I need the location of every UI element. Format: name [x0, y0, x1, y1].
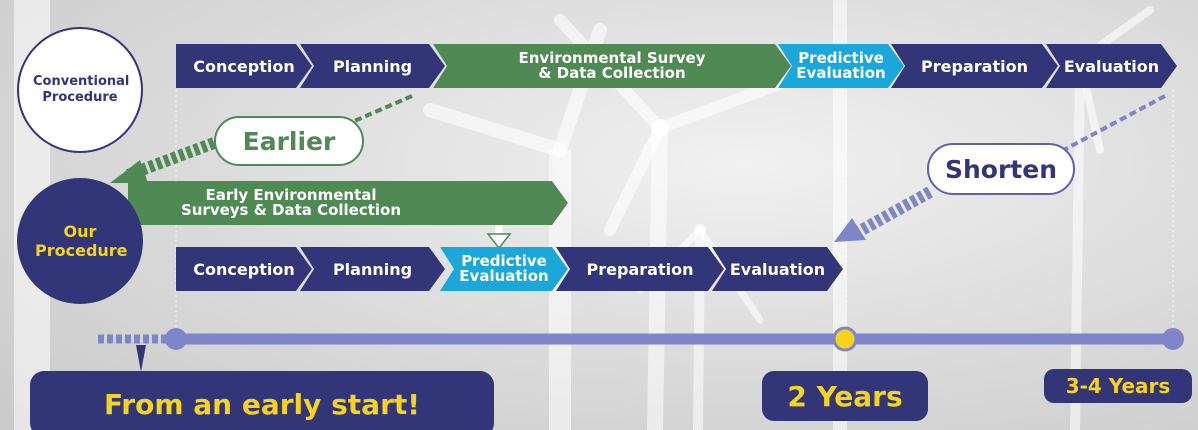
stage-label: Predictive Evaluation	[459, 252, 549, 285]
stage-label: Preparation	[921, 56, 1028, 76]
stage-label: Planning	[332, 56, 413, 76]
our-stage-planning: Planning	[300, 247, 445, 291]
stage-label: Predictive Evaluation	[796, 49, 886, 82]
conventional-stage-planning: Planning	[300, 44, 445, 88]
our-stage-preparation: Preparation	[556, 247, 724, 291]
our-procedure-circle: Our Procedure	[17, 178, 143, 304]
conventional-procedure-circle: Conventional Procedure	[17, 27, 143, 153]
three-four-years-label-box: 3-4 Years	[1044, 369, 1192, 403]
two-years-label-box: 2 Years	[762, 371, 928, 421]
early-start-label: From an early start!	[103, 387, 421, 421]
early-environmental-survey-bar: Early Environmental Surveys & Data Colle…	[128, 181, 568, 225]
conventional-stage-conception: Conception	[176, 44, 312, 88]
shorten-callout: Shorten	[927, 143, 1075, 195]
our-procedure-label: Our Procedure	[35, 222, 128, 260]
early-survey-label: Early Environmental Surveys & Data Colle…	[180, 186, 402, 219]
stage-label: Conception	[193, 259, 295, 279]
stage-label: Preparation	[586, 259, 694, 279]
earlier-callout: Earlier	[214, 116, 364, 166]
three-four-years-label: 3-4 Years	[1065, 374, 1171, 398]
conventional-stage-predictive-evaluation: Predictive Evaluation	[778, 44, 904, 88]
conventional-procedure-label: Conventional Procedure	[33, 74, 130, 105]
conventional-stage-evaluation: Evaluation	[1046, 44, 1177, 88]
two-years-label: 2 Years	[787, 379, 903, 413]
our-stage-evaluation: Evaluation	[712, 247, 843, 291]
our-stage-conception: Conception	[176, 247, 312, 291]
stage-label: Evaluation	[729, 259, 826, 279]
conventional-stage-preparation: Preparation	[891, 44, 1058, 88]
stage-label: Environmental Survey & Data Collection	[518, 49, 706, 82]
our-stage-predictive-evaluation: Predictive Evaluation	[440, 247, 568, 291]
shorten-label: Shorten	[944, 154, 1057, 184]
stage-label: Evaluation	[1063, 56, 1160, 76]
conventional-stage-environmental-survey: Environmental Survey & Data Collection	[433, 44, 791, 88]
stage-label: Conception	[193, 56, 295, 76]
earlier-label: Earlier	[242, 126, 336, 156]
stage-label: Planning	[332, 259, 413, 279]
early-start-label-box: From an early start!	[30, 371, 494, 430]
